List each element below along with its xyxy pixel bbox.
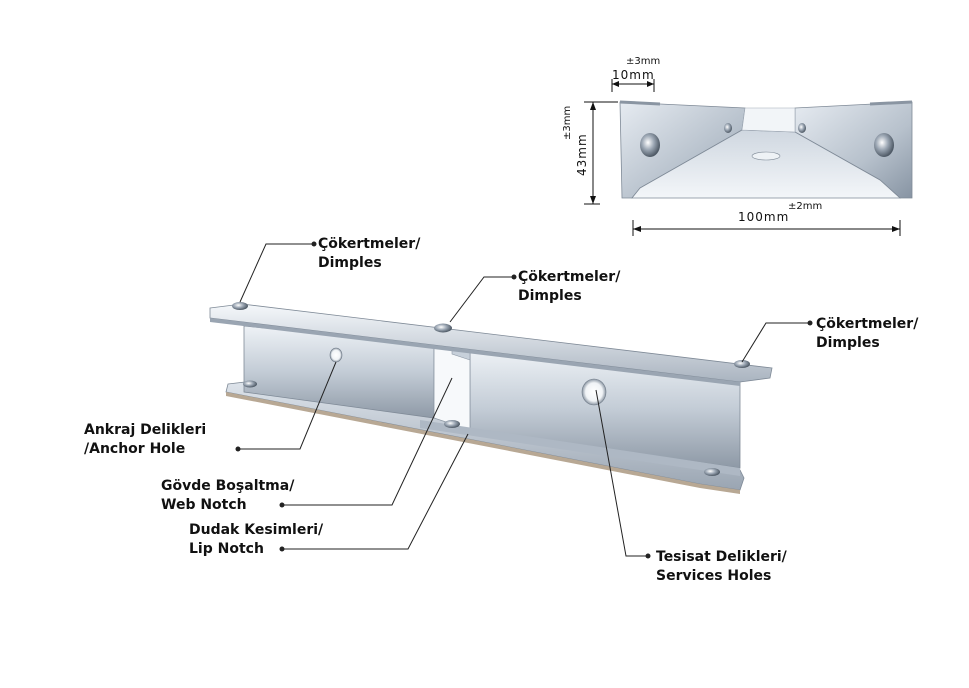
dim-height-arrow-top xyxy=(590,102,596,110)
dim-lip-arrow-right xyxy=(647,81,654,87)
callout-anchor-hole: Ankraj Delikleri /Anchor Hole xyxy=(84,421,206,459)
callout-anchor-hole-line1: Ankraj Delikleri xyxy=(84,422,207,438)
leader-dot-dimples-left xyxy=(311,241,317,247)
dimple-bottom-right xyxy=(704,468,720,476)
callout-dimples-right-line1: Çökertmeler/ xyxy=(816,316,919,332)
leader-dimples-mid xyxy=(449,276,514,323)
callout-dimples-right: Çökertmeler/ Dimples xyxy=(816,315,918,353)
dim-height-arrow-bottom xyxy=(590,196,596,204)
anchor-hole xyxy=(329,347,343,363)
callout-lip-notch-line2: Lip Notch xyxy=(189,541,264,557)
section-small-hole-l xyxy=(724,123,732,133)
leader-dot-anchor-hole xyxy=(235,446,241,452)
callout-dimples-mid-line2: Dimples xyxy=(518,288,582,304)
leader-dot-dimples-mid xyxy=(511,274,517,280)
dim-width-arrow-left xyxy=(633,226,641,232)
dimple-bottom-mid xyxy=(444,420,460,428)
top-flange-lip xyxy=(210,318,740,386)
section-right-lip-edge xyxy=(869,100,913,106)
dim-width-arrow-right xyxy=(892,226,900,232)
dim-height-value: 43mm xyxy=(575,133,589,176)
dimple-left xyxy=(232,302,248,310)
callout-services-holes-line1: Tesisat Delikleri/ xyxy=(656,549,787,565)
leader-web-notch xyxy=(282,377,453,506)
callout-dimples-mid-line1: Çökertmeler/ xyxy=(518,269,621,285)
dim-width-tolerance: ±2mm xyxy=(788,201,823,212)
leader-dot-web-notch xyxy=(279,502,285,508)
dim-height-tolerance: ±3mm xyxy=(562,105,573,140)
leader-dot-services-holes xyxy=(645,553,651,559)
dim-lip-tolerance: ±3mm xyxy=(626,56,661,67)
cross-section xyxy=(619,100,913,199)
dimple-right xyxy=(734,360,750,368)
callout-dimples-left: Çökertmeler/ Dimples xyxy=(318,235,420,273)
section-floor-hole xyxy=(751,151,781,161)
profile-3d xyxy=(209,302,773,494)
callout-web-notch: Gövde Boşaltma/ Web Notch xyxy=(161,477,294,515)
callout-web-notch-line1: Gövde Boşaltma/ xyxy=(161,478,295,494)
callout-dimples-mid: Çökertmeler/ Dimples xyxy=(518,268,620,306)
leader-services-holes xyxy=(595,389,648,557)
dim-lip-value: 10mm xyxy=(612,68,655,82)
callout-anchor-hole-line2: /Anchor Hole xyxy=(84,441,186,457)
leader-lines xyxy=(238,243,810,557)
dimension-lines xyxy=(584,79,901,236)
callout-services-holes-line2: Services Holes xyxy=(656,568,772,584)
section-back xyxy=(741,107,796,133)
leader-dimples-right xyxy=(741,322,810,363)
callout-web-notch-line2: Web Notch xyxy=(161,497,247,513)
leader-dot-dimples-right xyxy=(807,320,813,326)
leader-lip-notch xyxy=(282,433,469,550)
services-hole xyxy=(581,378,607,406)
leader-dot-lip-notch xyxy=(279,546,285,552)
section-dimple-right xyxy=(874,133,894,157)
leader-anchor-hole xyxy=(238,361,337,450)
callout-lip-notch-line1: Dudak Kesimleri/ xyxy=(189,522,324,538)
section-small-hole-r xyxy=(798,123,806,133)
dimple-bottom-left xyxy=(243,380,257,388)
bottom-lip-front xyxy=(420,420,740,476)
callout-lip-notch: Dudak Kesimleri/ Lip Notch xyxy=(189,521,323,559)
bottom-flange-lip-edge xyxy=(226,392,740,494)
callout-services-holes: Tesisat Delikleri/ Services Holes xyxy=(656,548,787,586)
callout-dimples-right-line2: Dimples xyxy=(816,335,880,351)
section-left-lip-edge xyxy=(619,100,661,106)
leader-dimples-left xyxy=(239,243,314,303)
callout-dimples-left-line1: Çökertmeler/ xyxy=(318,236,421,252)
dim-lip-arrow-left xyxy=(612,81,619,87)
dimple-middle xyxy=(434,323,452,333)
callout-dimples-left-line2: Dimples xyxy=(318,255,382,271)
dim-width-value: 100mm xyxy=(738,210,790,224)
leader-dots xyxy=(235,241,813,559)
section-dimple-left xyxy=(640,133,660,157)
